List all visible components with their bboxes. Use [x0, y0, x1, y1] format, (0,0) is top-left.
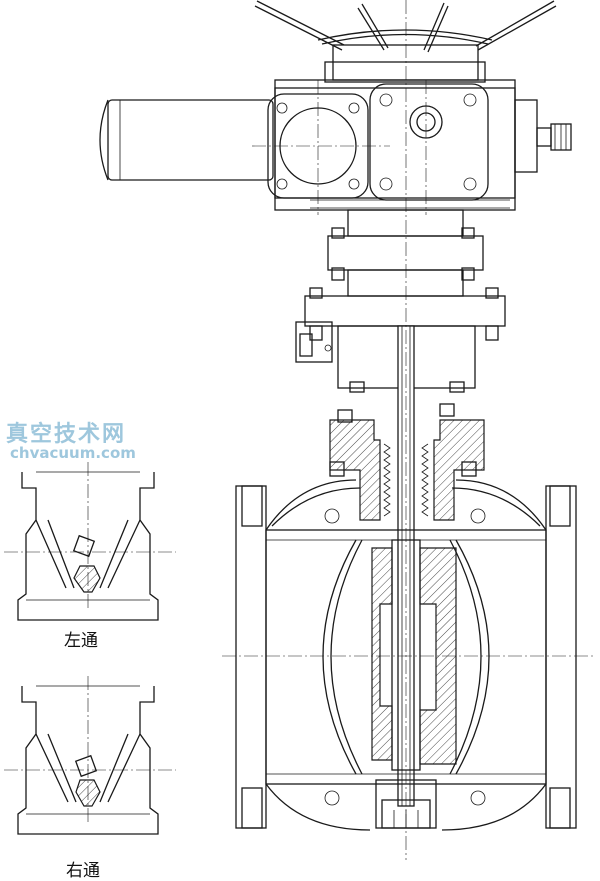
bonnet	[329, 403, 485, 521]
motor	[99, 99, 274, 181]
detail-right-pass	[4, 676, 176, 835]
label-left-pass: 左通	[64, 631, 98, 651]
watermark-site-name: 真空技术网	[6, 422, 127, 447]
handwheel	[254, 0, 557, 53]
label-right-pass: 右通	[66, 861, 100, 881]
watermark-site-url: chvacuum.com	[10, 444, 136, 462]
center-lines	[222, 0, 596, 860]
right-gear-cover	[369, 83, 489, 201]
detail-left-pass	[4, 462, 176, 621]
electric-actuator	[99, 0, 572, 297]
manual-switch	[514, 99, 572, 173]
